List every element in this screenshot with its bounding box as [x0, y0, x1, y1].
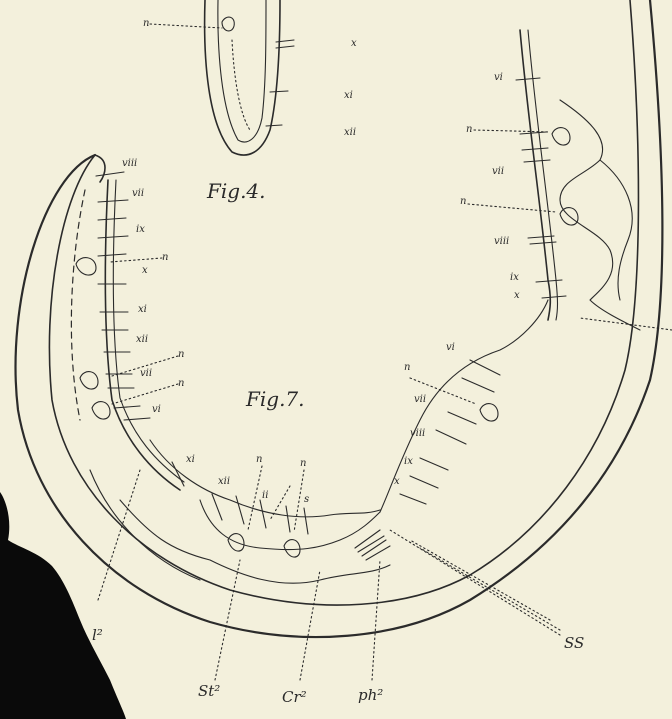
fig7-bottom-label-n2: n	[300, 458, 306, 469]
fig7-left-label-ix: ix	[136, 224, 145, 235]
label-ss: SS	[564, 634, 584, 652]
fig7-left-label-xi: xi	[138, 304, 147, 315]
fig7-left-label-n3: n	[178, 378, 184, 389]
fig7-left-label-viii: viii	[122, 158, 137, 169]
fig7-right-label-vi: vi	[494, 72, 503, 83]
fig7-bottom-label-ii: ii	[262, 490, 268, 501]
fig7-drawing	[16, 0, 672, 680]
fig7-lower-right-label-vii: vii	[414, 394, 426, 405]
fig4-label-x: x	[351, 38, 357, 49]
fig7-bottom-label-n1: n	[256, 454, 262, 465]
label-ph2: ph²	[358, 686, 383, 704]
fig7-right-label-viii: viii	[494, 236, 509, 247]
fig7-right-label-x: x	[514, 290, 520, 301]
fig7-lower-right-label-viii: viii	[410, 428, 425, 439]
fig4-label-xii: xii	[344, 127, 356, 138]
label-cr2: Cr²	[282, 688, 307, 706]
fig7-right-label-vii: vii	[492, 166, 504, 177]
fig7-left-label-vii-b: vii	[140, 368, 152, 379]
fig4-drawing	[150, 0, 294, 155]
fig7-bottom-label-xi: xi	[186, 454, 195, 465]
fig7-left-label-xii: xii	[136, 334, 148, 345]
fig4-caption: Fig.4.	[206, 179, 266, 203]
fig7-caption: Fig.7.	[245, 387, 305, 411]
fig7-left-label-vi: vi	[152, 404, 161, 415]
fig7-lower-right-label-ix: ix	[404, 456, 413, 467]
fig7-right-label-n2: n	[460, 196, 466, 207]
fig7-right-label-n1: n	[466, 124, 472, 135]
fig4-label-n: n	[143, 18, 149, 29]
fig7-bottom-label-xii: xii	[218, 476, 230, 487]
dark-backing	[0, 492, 126, 719]
label-st2: St²	[198, 682, 220, 700]
fig7-left-label-x: x	[142, 265, 148, 276]
fig7-left-label-n1: n	[162, 252, 168, 263]
fig7-right-label-ix: ix	[510, 272, 519, 283]
fig7-lower-right-label-vi: vi	[446, 342, 455, 353]
fig7-left-label-vii: vii	[132, 188, 144, 199]
fig7-left-label-n2: n	[178, 349, 184, 360]
fig7-lower-right-label-n: n	[404, 362, 410, 373]
label-l2: l²	[92, 626, 103, 644]
fig7-lower-right-label-x: x	[394, 476, 400, 487]
fig4-label-xi: xi	[344, 90, 353, 101]
fig7-bottom-label-s: s	[304, 494, 309, 505]
